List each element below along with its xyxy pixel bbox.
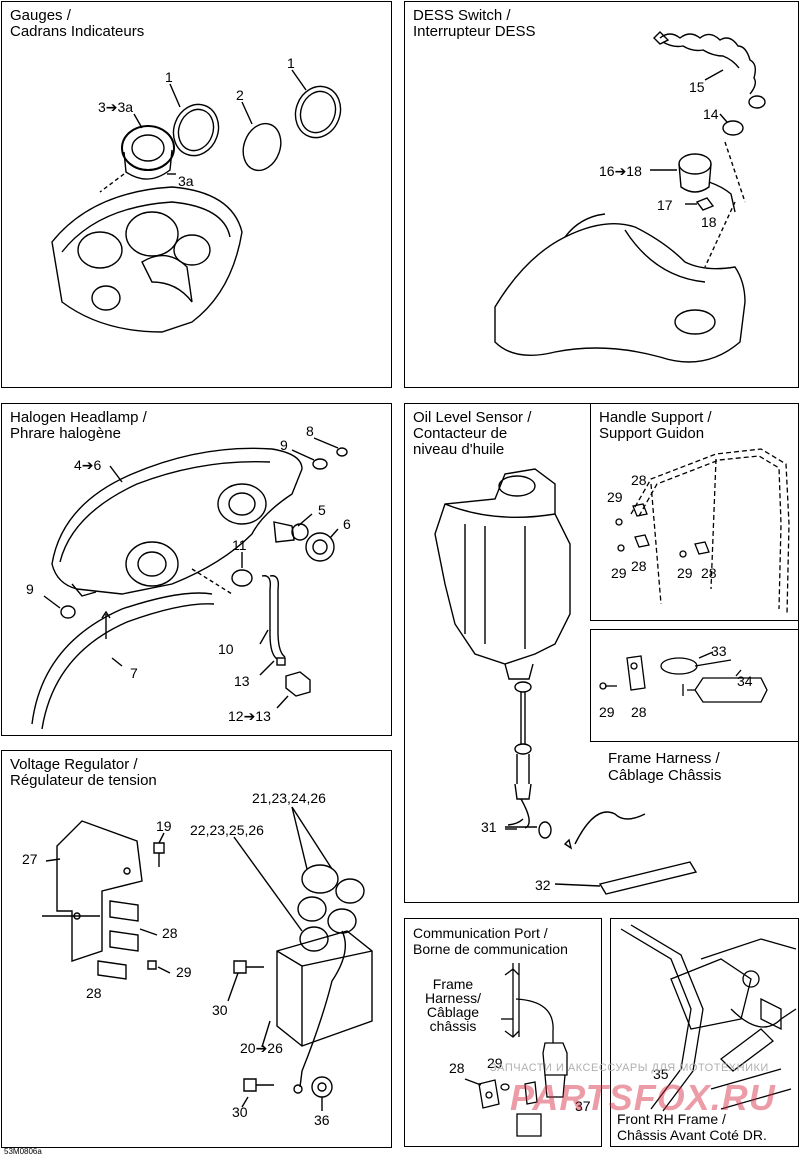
handle-support-panel: Handle Support / Support Guidon 28 29 28…	[590, 403, 799, 621]
callout-33: 33	[711, 643, 727, 659]
callout-1b: 1	[287, 55, 295, 71]
callout-35: 35	[653, 1066, 669, 1082]
voltage-regulator-panel: Voltage Regulator / Régulateur de tensio…	[1, 750, 392, 1148]
front-rh-frame-panel: 35 Front RH Frame / Châssis Avant Coté D…	[610, 918, 799, 1147]
callout-3a: 3a	[178, 173, 194, 189]
callout-9a: 9	[280, 437, 288, 453]
callout-29e: 29	[176, 964, 192, 980]
dess-panel: DESS Switch / Interrupteur DESS	[404, 1, 799, 388]
callout-29a: 29	[607, 489, 623, 505]
callout-30b: 30	[232, 1104, 248, 1120]
callout-27: 27	[22, 851, 38, 867]
dess-illustration	[494, 31, 766, 363]
callout-34: 34	[737, 673, 753, 689]
callout-32: 32	[535, 877, 551, 893]
callout-28a: 28	[631, 472, 647, 488]
front-rh-frame-illustration	[620, 924, 797, 1112]
front-rh-frame-title: Front RH Frame / Châssis Avant Coté DR.	[617, 1111, 767, 1143]
callout-14: 14	[703, 106, 719, 122]
callout-28c: 28	[701, 565, 717, 581]
callout-31: 31	[481, 819, 497, 835]
callout-16-18: 16➔18	[599, 163, 642, 179]
headlamp-illustration	[31, 437, 348, 730]
callout-7: 7	[130, 665, 138, 681]
gauges-panel: Gauges / Cadrans Indicateurs	[1, 1, 392, 388]
callout-6: 6	[343, 516, 351, 532]
headlamp-title: Halogen Headlamp / Phrare halogène	[10, 409, 147, 442]
callout-3-3a: 3➔3a	[98, 99, 134, 115]
callout-11: 11	[232, 537, 247, 553]
callout-29g: 29	[487, 1055, 503, 1071]
oil-sensor-title: Oil Level Sensor / Contacteur de niveau …	[413, 409, 532, 458]
handle-support-title: Handle Support / Support Guidon	[599, 409, 712, 442]
callout-12-13: 12➔13	[228, 708, 271, 724]
callout-2: 2	[236, 87, 244, 103]
callout-20-26: 20➔26	[240, 1040, 283, 1056]
communication-port-panel: Communication Port / Borne de communicat…	[404, 918, 602, 1147]
dess-title: DESS Switch / Interrupteur DESS	[413, 7, 536, 40]
callout-5: 5	[318, 502, 326, 518]
callout-29d: 29	[599, 704, 615, 720]
callout-37: 37	[575, 1098, 591, 1114]
callout-29c: 29	[677, 565, 693, 581]
communication-port-illustration	[464, 963, 568, 1137]
callout-13: 13	[234, 673, 250, 689]
diagram-code: 53M0806a	[4, 1147, 42, 1156]
callout-28b: 28	[631, 558, 647, 574]
gauges-title: Gauges / Cadrans Indicateurs	[10, 7, 145, 40]
callout-17: 17	[657, 197, 673, 213]
callout-10: 10	[218, 641, 234, 657]
fasteners-illustration	[599, 651, 768, 703]
callout-29b: 29	[611, 565, 627, 581]
communication-port-title: Communication Port / Borne de communicat…	[413, 925, 568, 957]
voltage-regulator-illustration	[42, 806, 373, 1111]
oil-sensor-illustration	[434, 468, 698, 895]
callout-36: 36	[314, 1112, 330, 1128]
callout-21-23-24-26: 21,23,24,26	[252, 790, 326, 806]
callout-28e: 28	[162, 925, 178, 941]
callout-28d: 28	[631, 704, 647, 720]
callout-8: 8	[306, 423, 314, 439]
callout-1a: 1	[165, 69, 173, 85]
watermark-logo: PARTSFOX.RU	[510, 1077, 776, 1118]
callout-4-6: 4➔6	[74, 457, 102, 473]
callout-30a: 30	[212, 1002, 228, 1018]
callout-22-23-25-26: 22,23,25,26	[190, 822, 264, 838]
watermark-subtitle: ЗАПЧАСТИ И АКСЕССУАРЫ ДЛЯ МОТОТЕХНИКИ	[490, 1062, 769, 1074]
handle-support-illustration	[615, 448, 790, 615]
fasteners-panel: 33 34 29 28	[590, 629, 799, 742]
gauges-illustration	[51, 69, 342, 333]
callout-18: 18	[701, 214, 717, 230]
callout-15: 15	[689, 79, 705, 95]
headlamp-panel: Halogen Headlamp / Phrare halogène	[1, 403, 392, 736]
callout-28g: 28	[449, 1060, 465, 1076]
voltage-regulator-title: Voltage Regulator / Régulateur de tensio…	[10, 756, 157, 789]
frame-harness-callout: Frame Harness/ Câblage châssis	[424, 976, 482, 1034]
callout-28f: 28	[86, 985, 102, 1001]
callout-19: 19	[156, 818, 172, 834]
callout-9b: 9	[26, 581, 34, 597]
frame-harness-title: Frame Harness / Câblage Châssis	[608, 750, 722, 784]
